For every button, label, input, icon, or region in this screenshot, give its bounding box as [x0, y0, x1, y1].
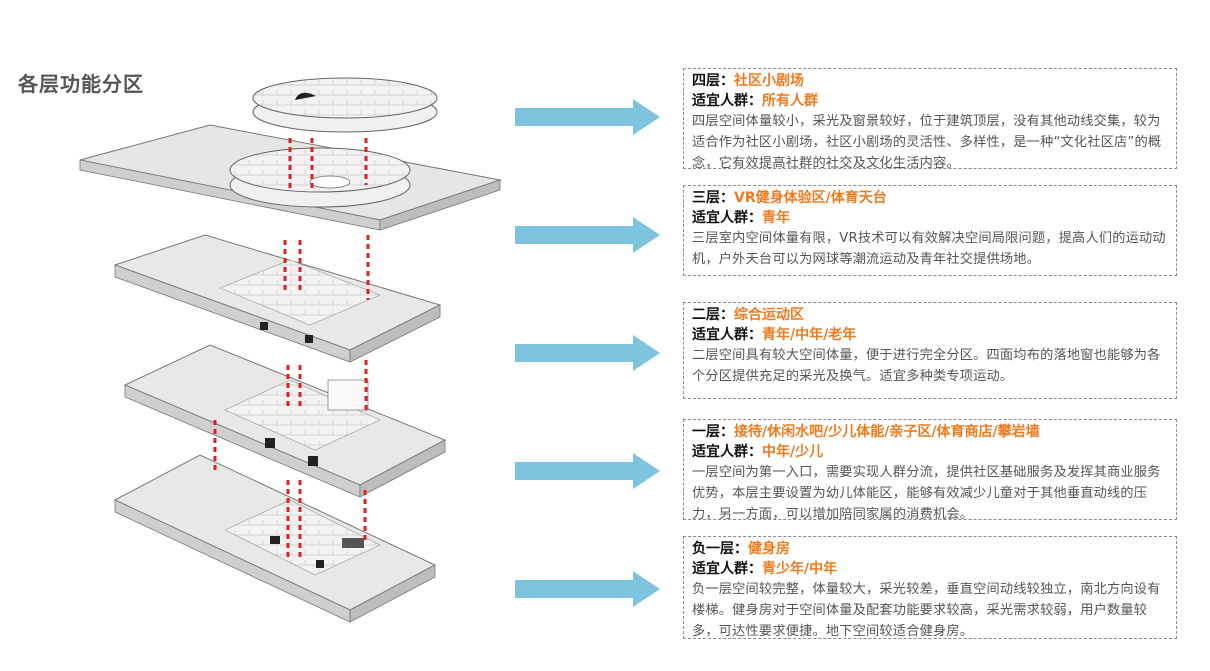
crowd-label: 适宜人群：	[692, 93, 762, 109]
crowd-label: 适宜人群：	[692, 561, 762, 577]
crowd-label: 适宜人群：	[692, 444, 762, 460]
crowd-label: 适宜人群：	[692, 210, 762, 226]
floor-b1-slab	[113, 454, 437, 623]
floor-4f-slab	[252, 77, 438, 133]
arrow-icon	[515, 571, 660, 607]
floor-description: 四层空间体量较小，采光及窗景较好，位于建筑顶层，没有其他动线交集，较为适合作为社…	[692, 114, 1162, 171]
floor-1f-slab	[123, 344, 447, 498]
floor-description: 二层空间具有较大空间体量，便于进行完全分区。四面均布的落地窗也能够为各个分区提供…	[692, 348, 1161, 384]
floor-crowd: 青少年/中年	[762, 561, 838, 577]
exploded-floor-diagram	[79, 77, 502, 623]
page-title: 各层功能分区	[18, 72, 144, 96]
floor-card-b1: 负一层：健身房 适宜人群：青少年/中年 负一层空间较完整，体量较大，采光较差，垂…	[683, 536, 1177, 639]
floor-description: 负一层空间较完整，体量较大，采光较差，垂直空间动线较独立，南北方向设有楼梯。健身…	[692, 582, 1161, 639]
floor-label: 四层：	[692, 73, 734, 89]
arrow-icon	[515, 99, 660, 135]
vertical-connectors	[213, 138, 370, 560]
floor-card-2f: 二层：综合运动区 适宜人群：青年/中年/老年 二层空间具有较大空间体量，便于进行…	[683, 302, 1177, 399]
floor-crowd: 中年/少儿	[762, 444, 824, 460]
floor-crowd: 所有人群	[762, 93, 818, 109]
floor-function: 综合运动区	[734, 307, 804, 323]
floor-description: 三层室内空间体量有限，VR技术可以有效解决空间局限问题，提高人们的运动动机，户外…	[692, 231, 1166, 267]
floor-label: 二层：	[692, 307, 734, 323]
arrow-icon	[515, 453, 660, 489]
floor-label: 一层：	[692, 424, 734, 440]
floor-function: 接待/休闲水吧/少儿体能/亲子区/体育商店/攀岩墙	[734, 424, 1040, 440]
floor-card-1f: 一层：接待/休闲水吧/少儿体能/亲子区/体育商店/攀岩墙 适宜人群：中年/少儿 …	[683, 419, 1177, 522]
floor-function: 社区小剧场	[734, 73, 804, 89]
floor-3f-slab	[79, 124, 502, 231]
floor-2f-slab	[113, 234, 442, 363]
floor-function: 健身房	[748, 541, 790, 557]
floor-label: 三层：	[692, 190, 734, 206]
floor-description: 一层空间为第一入口，需要实现人群分流，提供社区基础服务及发挥其商业服务优势，本层…	[692, 465, 1161, 522]
arrow-icon	[515, 335, 660, 371]
floor-card-3f: 三层：VR健身体验区/体育天台 适宜人群：青年 三层室内空间体量有限，VR技术可…	[683, 185, 1177, 276]
floor-card-4f: 四层：社区小剧场 适宜人群：所有人群 四层空间体量较小，采光及窗景较好，位于建筑…	[683, 68, 1177, 171]
floor-function: VR健身体验区/体育天台	[734, 190, 887, 206]
arrow-icon	[515, 217, 660, 253]
crowd-label: 适宜人群：	[692, 327, 762, 343]
floor-crowd: 青年	[762, 210, 790, 226]
floor-crowd: 青年/中年/老年	[762, 327, 857, 343]
floor-label: 负一层：	[692, 541, 748, 557]
